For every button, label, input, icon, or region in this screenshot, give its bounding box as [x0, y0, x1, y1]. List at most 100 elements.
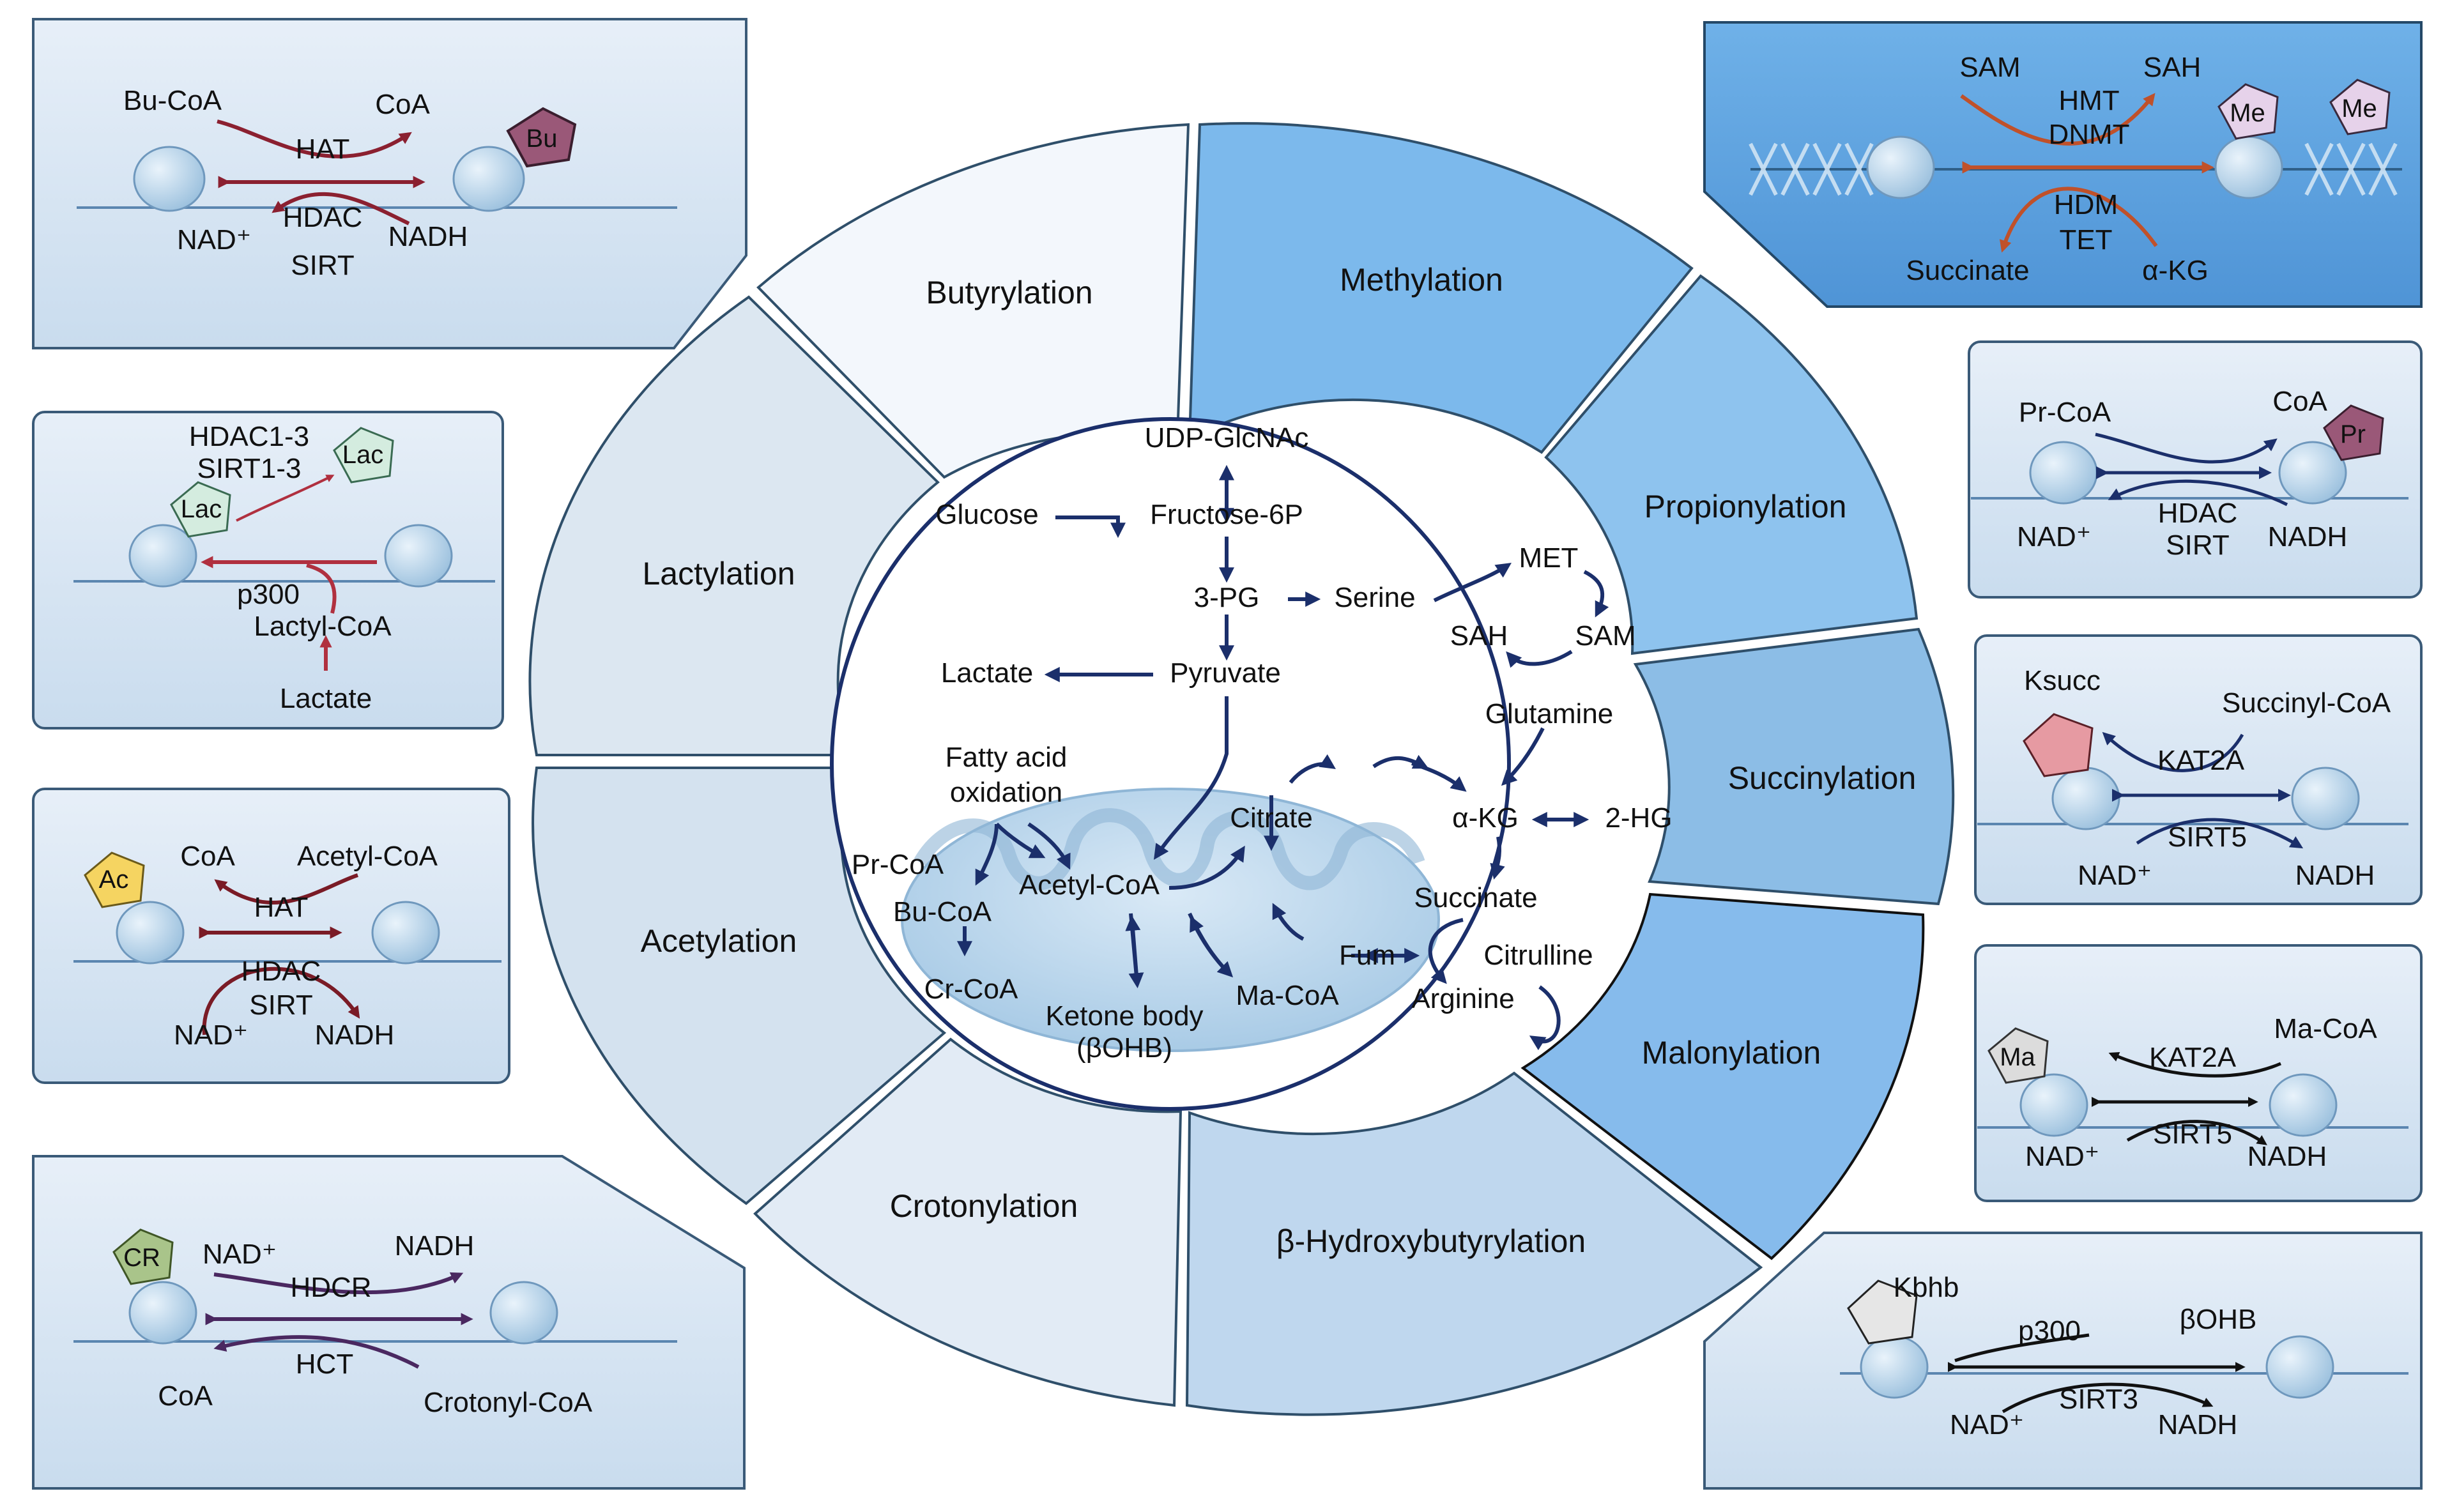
met-udp-glcnac: UDP-GlcNAc	[1145, 422, 1309, 454]
bu-eraser1: HDAC	[283, 202, 363, 233]
segment-methylation[interactable]	[1188, 122, 1694, 454]
me-eraser1: HDM	[2054, 189, 2118, 220]
nucleosome-icon	[1866, 135, 1935, 199]
nucleosome-icon	[2051, 767, 2120, 830]
met-cr-coa: Cr-CoA	[924, 974, 1018, 1005]
bu-writer: HAT	[296, 134, 350, 165]
badge-pr: Pr	[2340, 420, 2366, 448]
badge-cr: CR	[123, 1244, 160, 1272]
ma-writer: KAT2A	[2149, 1042, 2237, 1073]
badge-ac: Ac	[99, 866, 129, 894]
butyryl-mark-icon	[506, 107, 577, 168]
ring-labels: Butyrylation Methylation Propionylation …	[641, 262, 1917, 1259]
panel-propionylation: Pr Pr-CoA CoA HDAC SIRT NAD⁺ NADH	[1968, 340, 2423, 599]
met-pyruvate: Pyruvate	[1170, 657, 1281, 689]
met-citrate: Citrate	[1230, 802, 1313, 834]
kbhb-writer: p300	[2018, 1315, 2081, 1347]
me-writer1: HMT	[2058, 85, 2119, 116]
met-ma-coa: Ma-CoA	[1236, 980, 1339, 1011]
ma-nadh: NADH	[2248, 1141, 2327, 1172]
nucleosome-icon	[133, 146, 206, 212]
lac-source: Lactate	[280, 683, 372, 714]
panel-bg	[1703, 21, 2423, 308]
bu-product: CoA	[375, 89, 430, 120]
segment-lactylation[interactable]	[528, 295, 940, 756]
bu-nadh: NADH	[388, 221, 468, 252]
panel-acetylation: Ac CoA Acetyl-CoA HAT HDAC SIRT NAD⁺ NAD…	[32, 788, 510, 1084]
cr-donor: Crotonyl-CoA	[424, 1387, 593, 1418]
succ-badge-label: Ksucc	[2024, 665, 2101, 696]
ac-nad: NAD⁺	[174, 1019, 248, 1051]
me-sah: SAH	[2143, 52, 2201, 83]
kbhb-mark-icon	[1847, 1279, 1918, 1345]
crotonyl-mark-icon	[112, 1228, 174, 1285]
ma-nad: NAD⁺	[2025, 1141, 2099, 1172]
nucleosome-icon	[128, 1281, 197, 1345]
bu-eraser2: SIRT	[291, 250, 354, 281]
met-3pg: 3-PG	[1194, 582, 1260, 613]
segment-malonylation[interactable]	[1520, 892, 1925, 1260]
cr-eraser: HDCR	[290, 1272, 371, 1303]
nucleosome-icon	[2278, 441, 2347, 505]
met-citrulline: Citrulline	[1483, 940, 1593, 971]
methyl-mark-icon	[2329, 79, 2391, 135]
succinyl-mark-icon	[2023, 713, 2094, 777]
kbhb-nad: NAD⁺	[1950, 1409, 2024, 1440]
label-hydroxybutyrylation: β-Hydroxybutyrylation	[1276, 1223, 1586, 1259]
segment-succinylation[interactable]	[1633, 627, 1955, 906]
center-labels: UDP-GlcNAc Glucose Fructose-6P 3-PG Seri…	[852, 422, 1673, 1064]
nucleosome-icon	[2214, 135, 2283, 199]
segment-butyrylation[interactable]	[756, 123, 1190, 479]
met-akg: α-KG	[1452, 802, 1519, 834]
pr-product: CoA	[2272, 386, 2327, 417]
met-bu-coa: Bu-CoA	[893, 896, 992, 928]
met-fructose6p: Fructose-6P	[1150, 499, 1303, 530]
pr-nadh: NADH	[2268, 521, 2348, 553]
nucleosome-icon	[384, 524, 453, 588]
methyl-mark-icon	[2217, 83, 2279, 140]
ac-nadh: NADH	[315, 1019, 395, 1051]
panel-malonylation: Ma KAT2A Ma-CoA SIRT5 NAD⁺ NADH	[1974, 944, 2423, 1202]
met-bohb: (βOHB)	[1076, 1032, 1172, 1064]
met-lactate: Lactate	[941, 657, 1033, 689]
met-pr-coa: Pr-CoA	[852, 849, 944, 880]
succ-nad: NAD⁺	[2078, 860, 2152, 891]
met-acetyl-coa: Acetyl-CoA	[1019, 869, 1160, 901]
badge-ma: Ma	[2000, 1043, 2035, 1071]
kbhb-badge-label: Kbhb	[1894, 1272, 1959, 1303]
succ-writer: KAT2A	[2157, 745, 2245, 776]
panel-bg	[32, 411, 504, 729]
ac-product: CoA	[180, 841, 235, 872]
nucleosome-icon	[2291, 767, 2360, 830]
me-akg: α-KG	[2142, 255, 2209, 286]
nucleosome-icon	[2019, 1073, 2088, 1137]
pr-eraser1: HDAC	[2158, 498, 2238, 529]
label-crotonylation: Crotonylation	[890, 1188, 1078, 1224]
segment-propionylation[interactable]	[1544, 274, 1918, 655]
nucleosome-icon	[116, 901, 185, 965]
ac-eraser1: HDAC	[241, 956, 321, 987]
ma-eraser: SIRT5	[2153, 1119, 2232, 1150]
segment-crotonylation[interactable]	[753, 1037, 1183, 1407]
segment-hydroxybutyrylation[interactable]	[1185, 1071, 1763, 1416]
lac-eraser2: SIRT1-3	[197, 453, 301, 484]
center-arrows	[957, 464, 1609, 1051]
met-succinate: Succinate	[1414, 882, 1537, 913]
met-fatty-acid-oxidation: oxidation	[950, 777, 1062, 808]
panel-crotonylation: CR NAD⁺ NADH HDCR HCT CoA Crotonyl-CoA	[32, 1155, 746, 1490]
met-ketone-body: Ketone body	[1045, 1000, 1203, 1032]
lactyl-mark-icon	[170, 481, 231, 538]
label-propionylation: Propionylation	[1644, 489, 1847, 524]
me-succinate: Succinate	[1906, 255, 2029, 286]
panel-butyrylation: Bu Bu-CoA CoA HAT HDAC SIRT NAD⁺ NADH	[32, 18, 747, 349]
panel-bg	[1974, 944, 2423, 1202]
met-serine: Serine	[1334, 582, 1415, 613]
label-lactylation: Lactylation	[642, 556, 795, 592]
cr-nadh: NADH	[395, 1230, 475, 1262]
nucleosome-icon	[1860, 1335, 1929, 1399]
nucleosome-icon	[371, 901, 440, 965]
segment-acetylation[interactable]	[532, 767, 947, 1205]
cr-product: CoA	[158, 1380, 213, 1412]
nucleosome-icon	[2269, 1073, 2338, 1137]
panel-succinylation: Ksucc Succinyl-CoA KAT2A SIRT5 NAD⁺ NADH	[1974, 634, 2423, 905]
